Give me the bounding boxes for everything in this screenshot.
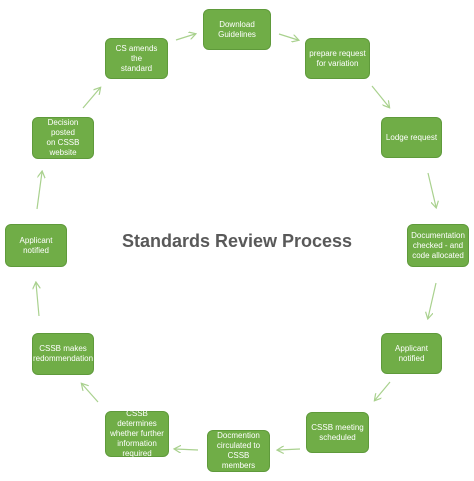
flow-arrow [375,381,391,400]
flow-arrow [428,282,437,318]
step-label: Documentation checked - and code allocat… [411,230,465,260]
step-label: CSSB meeting scheduled [311,422,364,442]
step-cssb-determines: CSSB determines whether further informat… [105,409,169,458]
step-documentation-checked: Documentation checked - and code allocat… [407,224,469,267]
flow-arrow [427,172,436,207]
flow-arrow [278,33,298,40]
step-label: Applicant notified [395,343,428,363]
step-cssb-meeting-scheduled: CSSB meeting scheduled [306,412,369,453]
step-download-guidelines: Download Guidelines [203,9,271,50]
step-label: CS amends the standard [115,43,158,73]
flow-arrow [82,88,100,109]
step-label: Applicant notified [19,235,53,255]
step-label: Download Guidelines [218,19,256,39]
step-label: CSSB makes redommendation [32,344,94,363]
flow-arrow [36,172,42,210]
diagram-title: Standards Review Process [121,231,353,251]
step-cssb-recommendation: CSSB makes redommendation [32,333,94,375]
step-label: CSSB determines whether further informat… [110,409,164,458]
step-decision-posted: Decision posted on CSSB website [32,117,94,159]
step-cs-amends: CS amends the standard [105,38,168,79]
flow-arrow [175,34,195,41]
flow-arrow [371,85,389,107]
step-label: prepare request for variation [309,48,366,68]
flow-arrow [36,283,39,317]
flow-arrow [175,449,199,450]
step-label: Docmention circulated to CSSB members [216,431,261,470]
step-label: Decision posted on CSSB website [46,118,80,157]
step-documentation-circulated: Docmention circulated to CSSB members [207,430,270,472]
flow-arrow [278,449,301,450]
step-applicant-notified-left: Applicant notified [5,224,67,267]
step-applicant-notified-right: Applicant notified [381,333,442,374]
step-label: Lodge request [385,132,438,142]
flow-arrow [82,384,99,403]
step-lodge-request: Lodge request [381,117,442,158]
step-prepare-request: prepare request for variation [305,38,370,79]
